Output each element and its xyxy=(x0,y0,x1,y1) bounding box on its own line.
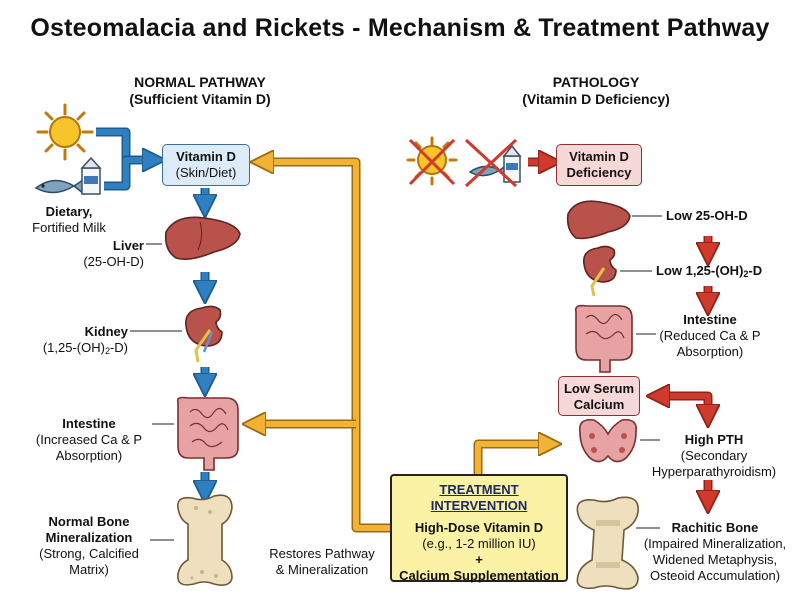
treatment-arrows xyxy=(254,162,550,533)
normal-bone-sub1: (Strong, Calcified xyxy=(39,546,139,561)
pathology-intestine-sub1: (Reduced Ca & P xyxy=(659,328,761,343)
pathology-liver-icon xyxy=(566,200,631,240)
pathology-heading: PATHOLOGY (Vitamin D Deficiency) xyxy=(496,74,696,108)
dietary-label: Dietary, Fortified Milk xyxy=(14,204,124,236)
normal-blue-arrows xyxy=(96,127,205,492)
vitamin-d-box: Vitamin D (Skin/Diet) xyxy=(162,144,250,186)
normal-bone-title2: Mineralization xyxy=(45,530,133,545)
serum-line2: Calcium xyxy=(573,397,625,412)
deficiency-box: Vitamin D Deficiency xyxy=(556,144,642,186)
rachitic-bone-icon xyxy=(576,496,639,590)
pth-sub1: (Secondary xyxy=(680,448,748,463)
sun-icon xyxy=(36,103,94,161)
dietary-title: Dietary, xyxy=(45,204,93,219)
low-125-b: 2 xyxy=(743,269,749,279)
diagram-title: Osteomalacia and Rickets - Mechanism & T… xyxy=(30,14,770,42)
kidney-sub-c: -D) xyxy=(109,340,128,355)
pathology-intestine-sub2: Absorption) xyxy=(676,344,744,359)
normal-subheading-text: (Sufficient Vitamin D) xyxy=(129,91,271,107)
low-25-label: Low 25-OH-D xyxy=(666,208,748,223)
rachitic-sub2: Widened Metaphysis, xyxy=(652,552,778,567)
deficiency-line2: Deficiency xyxy=(566,165,632,180)
pathology-intestine-title: Intestine xyxy=(683,312,737,327)
normal-bone-icon xyxy=(176,494,233,586)
kidney-title: Kidney xyxy=(84,324,128,339)
deficiency-line1: Vitamin D xyxy=(569,149,629,164)
pth-label: High PTH (Secondary Hyperparathyroidism) xyxy=(638,432,790,480)
normal-intestine-label: Intestine (Increased Ca & P Absorption) xyxy=(26,416,152,464)
treatment-heading: TREATMENT INTERVENTION xyxy=(430,482,528,513)
serum-line1: Low Serum xyxy=(563,381,635,396)
liver-label: Liver (25-OH-D) xyxy=(56,238,144,270)
liver-title: Liver xyxy=(112,238,144,253)
kidney-sub-a: (1,25-(OH) xyxy=(42,340,105,355)
restores-line1: Restores Pathway xyxy=(269,546,375,561)
liver-sub: (25-OH-D) xyxy=(83,254,144,269)
dietary-sub: Fortified Milk xyxy=(32,220,106,235)
kidney-label: Kidney (1,25-(OH)2-D) xyxy=(30,324,128,359)
normal-intestine-sub1: (Increased Ca & P xyxy=(35,432,143,447)
liver-icon xyxy=(164,216,241,260)
restores-line2: & Mineralization xyxy=(275,562,369,577)
normal-intestine-sub2: Absorption) xyxy=(55,448,123,463)
treatment-line1: High-Dose Vitamin D xyxy=(414,520,544,535)
treatment-plus: + xyxy=(475,552,483,567)
normal-intestine-title: Intestine xyxy=(62,416,116,431)
normal-heading: NORMAL PATHWAY (Sufficient Vitamin D) xyxy=(100,74,300,108)
kidney-sub-b: 2 xyxy=(104,346,110,356)
normal-bone-title1: Normal Bone xyxy=(48,514,130,529)
pathology-heading-text: PATHOLOGY xyxy=(552,74,640,90)
parathyroid-icon xyxy=(578,418,638,463)
low-125-a: Low 1,25-(OH) xyxy=(656,263,744,278)
vitamin-d-sub: (Skin/Diet) xyxy=(175,165,237,180)
pth-title: High PTH xyxy=(684,432,744,447)
pathology-intestine-label: Intestine (Reduced Ca & P Absorption) xyxy=(654,312,766,360)
normal-bone-sub2: Matrix) xyxy=(69,562,109,577)
milk-carton-icon xyxy=(80,156,102,195)
pathology-intestine-icon xyxy=(574,304,633,373)
low-serum-box: Low Serum Calcium xyxy=(558,376,640,416)
low-125-c: -D xyxy=(748,263,763,278)
crossed-sun-icon xyxy=(406,136,458,186)
treatment-line3: Calcium Supplementation xyxy=(399,568,559,583)
rachitic-sub1: (Impaired Mineralization, xyxy=(643,536,787,551)
pth-sub2: Hyperparathyroidism) xyxy=(651,464,777,479)
rachitic-sub3: Osteoid Accumulation) xyxy=(649,568,781,583)
restores-label: Restores Pathway & Mineralization xyxy=(262,546,382,578)
rachitic-label: Rachitic Bone (Impaired Mineralization, … xyxy=(634,520,796,584)
treatment-box: TREATMENT INTERVENTION High-Dose Vitamin… xyxy=(390,474,568,583)
intestine-icon xyxy=(176,396,239,471)
crossed-diet-icon xyxy=(464,138,522,188)
pathology-kidney-icon xyxy=(582,245,617,297)
fish-icon xyxy=(34,176,87,196)
treatment-line2: (e.g., 1-2 million IU) xyxy=(422,536,536,551)
pathology-red-arrows xyxy=(528,162,708,502)
pathology-subheading-text: (Vitamin D Deficiency) xyxy=(522,91,670,107)
low-125-label: Low 1,25-(OH)2-D xyxy=(656,263,796,282)
normal-heading-text: NORMAL PATHWAY xyxy=(134,74,266,90)
kidney-sub: (1,25-(OH)2-D) xyxy=(30,340,128,359)
normal-bone-label: Normal Bone Mineralization (Strong, Calc… xyxy=(28,514,150,578)
kidney-icon xyxy=(185,305,223,363)
rachitic-title: Rachitic Bone xyxy=(671,520,759,535)
vitamin-d-title: Vitamin D xyxy=(176,149,236,164)
